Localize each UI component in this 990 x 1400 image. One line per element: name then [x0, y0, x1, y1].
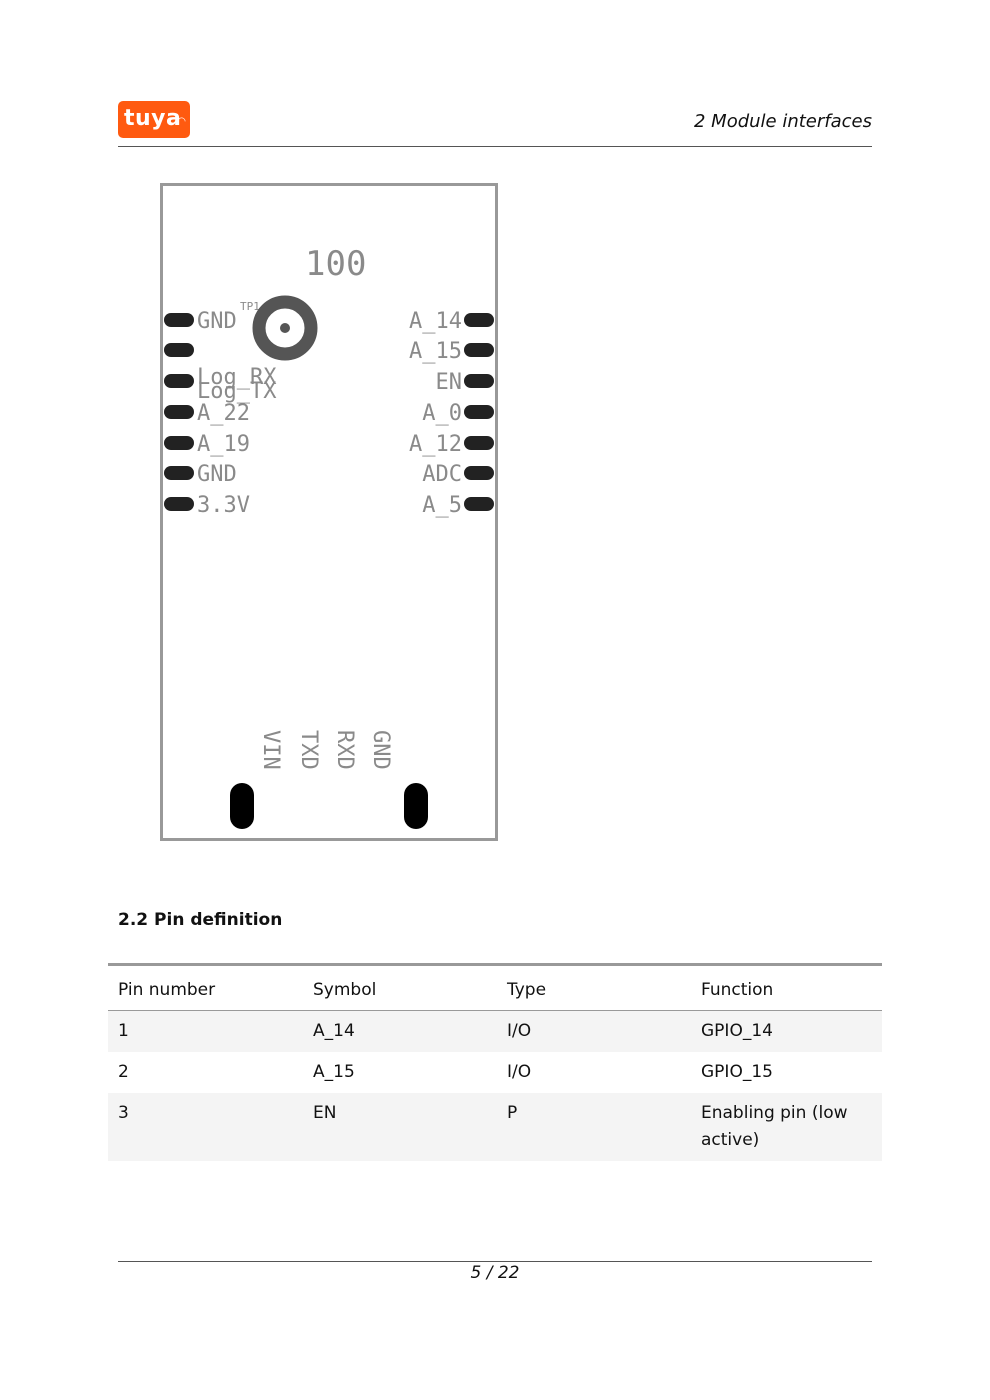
test-point-icon — [252, 295, 318, 361]
col-header-symbol: Symbol — [313, 980, 377, 1000]
cell: A_15 — [313, 1062, 355, 1082]
header-divider — [118, 146, 872, 147]
right-pin-label: ADC — [422, 462, 462, 487]
page-number: 5 / 22 — [470, 1263, 520, 1283]
col-header-function: Function — [701, 980, 774, 1000]
left-pin-pad — [164, 343, 194, 357]
bottom-pins: VIN TXD RXD GND — [230, 730, 428, 829]
cell: 3 — [118, 1103, 129, 1123]
cell: EN — [313, 1103, 337, 1123]
mounting-pad-left — [230, 783, 254, 829]
right-pin-pad — [464, 313, 494, 327]
cell: 2 — [118, 1062, 129, 1082]
left-pin-pad — [164, 374, 194, 388]
cell: Enabling pin (low active) — [701, 1103, 848, 1150]
left-pin-label: Log_RX — [197, 365, 277, 390]
right-pin-pad — [464, 374, 494, 388]
pin-label-rxd: RXD — [332, 730, 357, 770]
right-pin-label: EN — [436, 370, 463, 395]
module-label: 100 — [305, 244, 366, 284]
right-pin-label: A_12 — [409, 432, 462, 457]
cell: A_14 — [313, 1021, 355, 1041]
left-pin-label: GND — [197, 462, 237, 487]
tp-label: TP1 — [240, 300, 260, 313]
pin-label-vin: VIN — [258, 730, 283, 770]
section-heading: 2.2 Pin definition — [118, 910, 283, 930]
left-pin-label: A_22 — [197, 401, 250, 426]
cell: I/O — [507, 1021, 532, 1041]
left-pin-pad — [164, 313, 194, 327]
tuya-logo: tuya◠ — [118, 101, 190, 138]
right-pin-pad — [464, 436, 494, 450]
right-pin-pad — [464, 466, 494, 480]
footer-divider — [118, 1261, 872, 1262]
mounting-pad-right — [404, 783, 428, 829]
right-pin-pad — [464, 497, 494, 511]
table-row: 3 EN P Enabling pin (low active) — [108, 1093, 882, 1161]
left-pin-pad — [164, 405, 194, 419]
col-header-type: Type — [507, 980, 547, 1000]
cell: GPIO_14 — [701, 1021, 773, 1041]
right-pin-label: A_0 — [422, 401, 462, 426]
left-pin-label: 3.3V — [197, 493, 250, 518]
right-pin-label: A_15 — [409, 339, 462, 364]
left-pin-pad — [164, 466, 194, 480]
cell: 1 — [118, 1021, 129, 1041]
cell: GPIO_15 — [701, 1062, 773, 1082]
right-pin-label: A_14 — [409, 309, 462, 334]
col-header-pin: Pin number — [118, 980, 216, 1000]
table-row: 2 A_15 I/O GPIO_15 — [108, 1052, 882, 1093]
right-pin-pad — [464, 405, 494, 419]
cell: P — [507, 1103, 518, 1123]
right-pin-pad — [464, 343, 494, 357]
left-pin-label: GND — [197, 309, 237, 334]
pin-label-gnd: GND — [368, 730, 393, 770]
cell: I/O — [507, 1062, 532, 1082]
pin-label-txd: TXD — [296, 730, 321, 770]
left-pin-pad — [164, 436, 194, 450]
pin-label-log-tx: Log_TX — [197, 379, 277, 404]
left-pin-label: A_19 — [197, 432, 250, 457]
left-pin-pad — [164, 497, 194, 511]
header-section-title: 2 Module interfaces — [693, 111, 872, 132]
right-pin-label: A_5 — [422, 493, 462, 518]
module-outline — [160, 183, 498, 841]
wifi-icon: ◠ — [177, 116, 186, 127]
table-row: 1 A_14 I/O GPIO_14 — [108, 1010, 882, 1052]
